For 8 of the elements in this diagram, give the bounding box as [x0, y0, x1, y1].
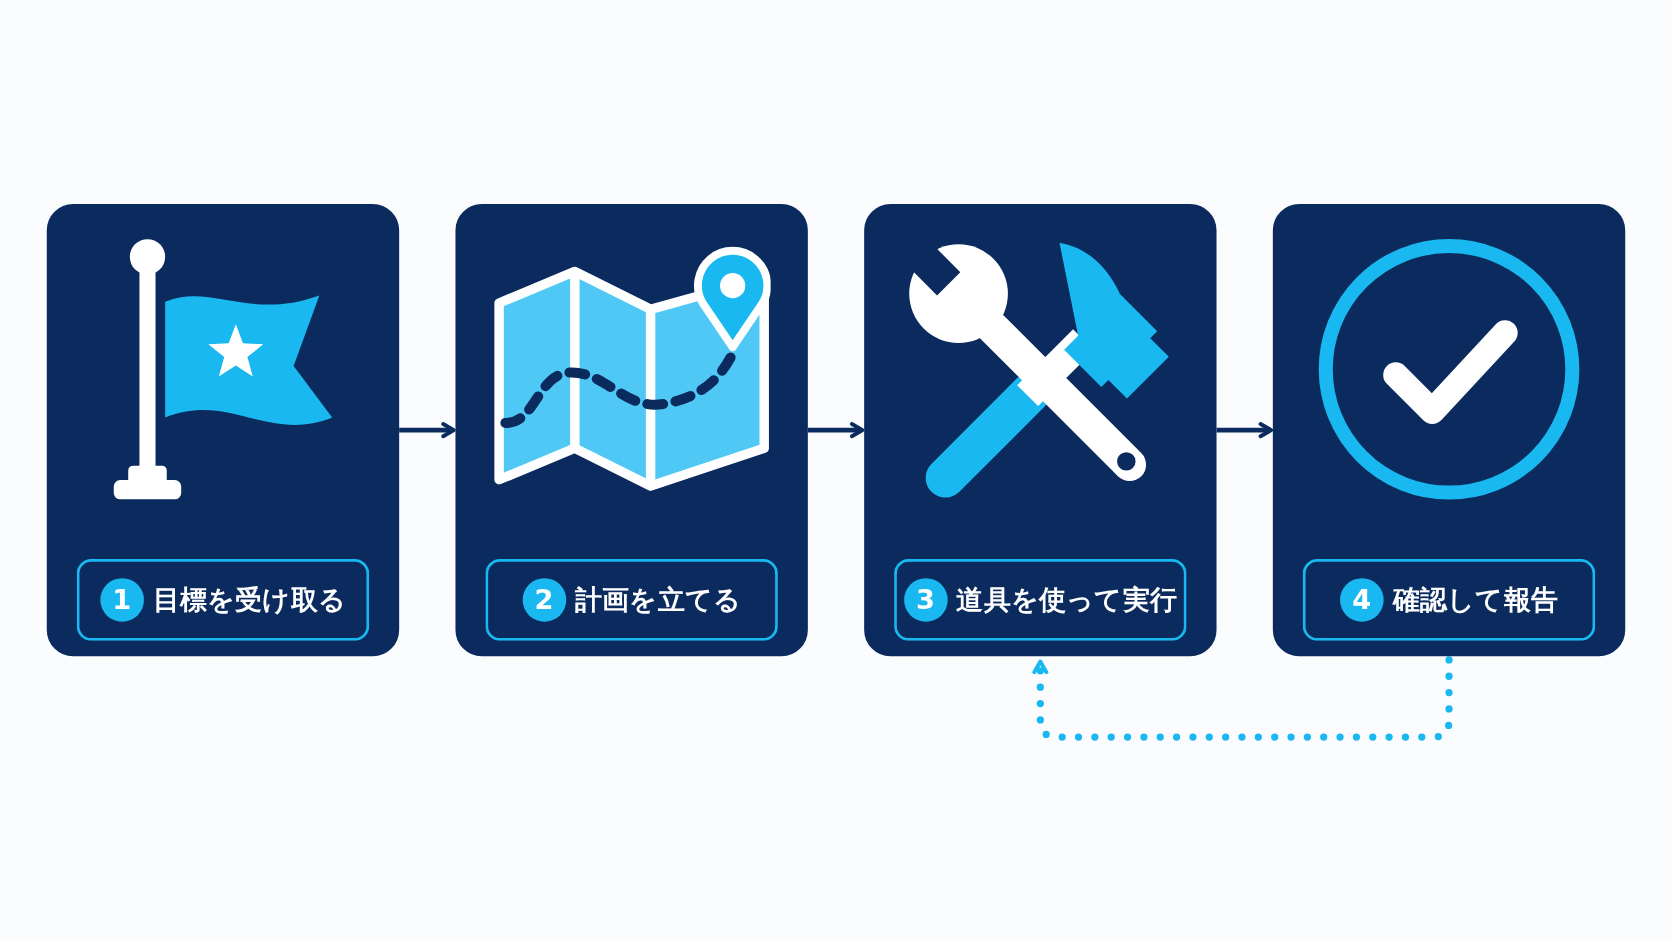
arrow [807, 421, 865, 438]
dotted-arrow [1032, 655, 1453, 741]
arrow [1216, 421, 1274, 438]
step-title: 計画を立てる [574, 583, 742, 616]
step-title: 目標を受け取る [152, 583, 347, 616]
arrow [399, 421, 456, 438]
step-title: 道具を使って実行 [956, 583, 1178, 616]
step-title: 確認して報告 [1392, 583, 1558, 616]
